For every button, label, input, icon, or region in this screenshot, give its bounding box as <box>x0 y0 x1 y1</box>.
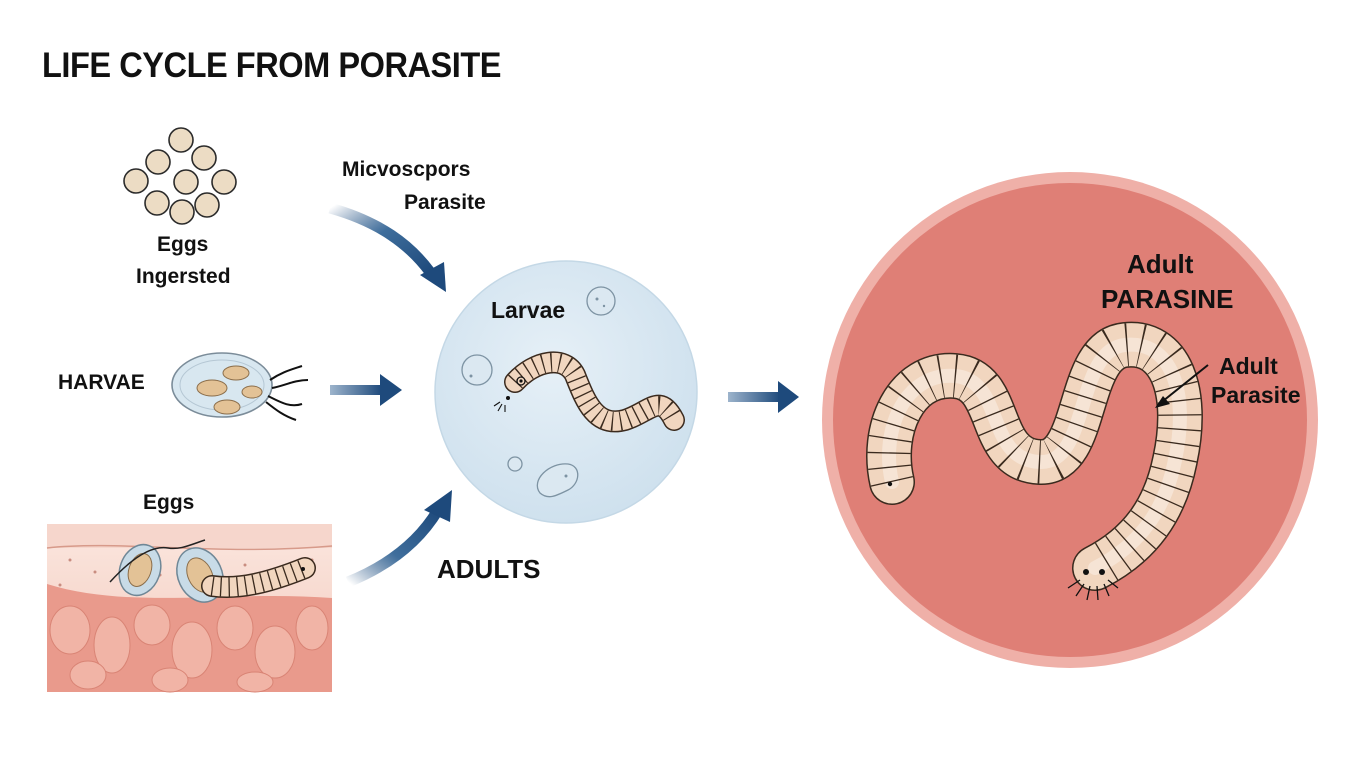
arrow-harvae-to-larvae <box>330 374 402 406</box>
tissue-section-illustration <box>46 524 333 693</box>
adult-stage-circle <box>822 172 1318 668</box>
arrow-to-larvae-bottom <box>345 490 452 588</box>
arrow-larvae-to-adult <box>728 381 799 413</box>
label-microspores-line1: Micvoscpors <box>342 158 471 181</box>
larvae-stage-circle <box>434 260 698 524</box>
label-larvae: Larvae <box>491 297 566 323</box>
cyst-larvae-icon <box>171 352 309 421</box>
label-adults: ADULTS <box>437 554 541 584</box>
arrow-to-larvae-top <box>328 202 446 292</box>
diagram-title: LIFE CYCLE FROM PORASITE <box>42 46 502 85</box>
egg-cluster-icon <box>123 127 237 225</box>
label-eggs-tissue: Eggs <box>143 491 195 514</box>
label-eggs-ingested-line1: Eggs <box>157 233 209 256</box>
label-adult-parasite-line2: Parasite <box>1211 382 1301 408</box>
label-adult-parasine-line2: PARASINE <box>1101 284 1234 314</box>
label-eggs-ingested-line2: Ingersted <box>136 265 231 288</box>
label-adult-parasite-line1: Adult <box>1219 353 1278 379</box>
label-microspores-line2: Parasite <box>404 191 486 214</box>
label-adult-parasine-line1: Adult <box>1127 249 1194 279</box>
label-harvae: HARVAE <box>58 371 145 394</box>
